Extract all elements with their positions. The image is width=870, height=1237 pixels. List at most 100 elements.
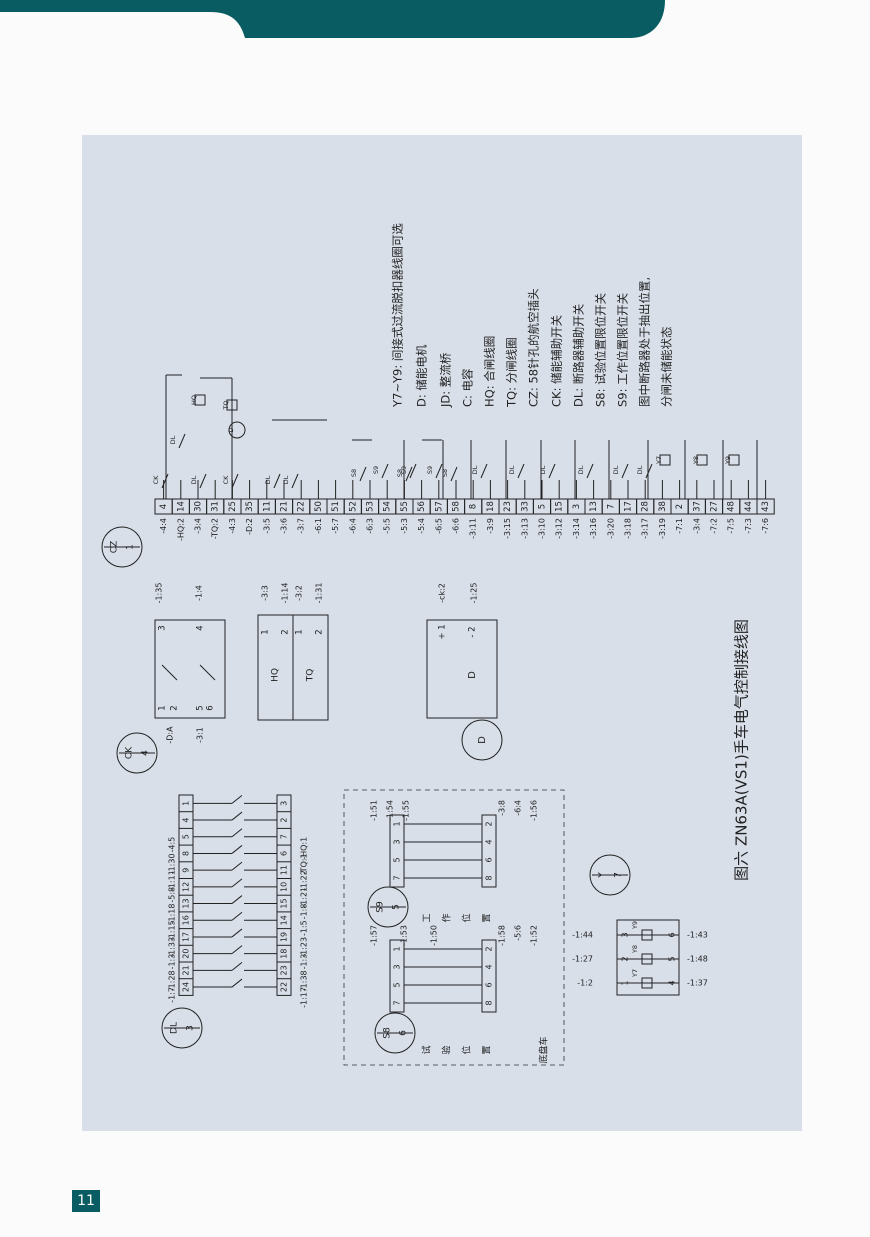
cz-contact-label: TQ: [222, 400, 230, 410]
ck-ref: -3:1: [196, 727, 205, 743]
switch-contact: [548, 463, 556, 479]
dl-contact: [231, 811, 243, 821]
cz-pin-ref: -3:5: [262, 518, 271, 534]
cz-pin-number: 44: [744, 501, 754, 512]
S8-top-strip: [389, 939, 405, 1013]
dl-ref-top: -1:18: [168, 904, 177, 925]
dl-contact: [231, 828, 243, 838]
cz-pin-ref: -4:3: [228, 518, 237, 534]
cz-contact-label: DL: [612, 465, 620, 474]
cz-pin-number: 25: [228, 501, 238, 512]
header-band: [0, 0, 665, 38]
S9-terminal-bottom: 4: [485, 839, 494, 844]
cz-pin-ref: -6:6: [452, 518, 461, 534]
cz-pin-ref: -6:4: [348, 518, 357, 534]
switch-contact: [178, 433, 186, 449]
cz-circle-number: 1: [126, 544, 136, 550]
cz-pin-number: 5: [538, 504, 548, 509]
cz-pin-ref: -6:5: [434, 518, 443, 534]
cz-contact-label: DL: [539, 465, 547, 474]
dl-contact: [231, 895, 243, 904]
dl-contact: [231, 878, 243, 888]
y-ref-left: -1:27: [572, 955, 593, 964]
ck-terminal: 5: [196, 705, 206, 710]
cz-pin-ref: -3:6: [280, 518, 289, 534]
legend-item: C: 电容: [461, 368, 475, 407]
y-terminal-bottom: 4: [668, 980, 677, 985]
cz-pin-number: 30: [194, 501, 204, 512]
ck-ref: -1:35: [155, 583, 164, 604]
S9-bottom-strip: [481, 814, 497, 888]
cz-pin-number: 56: [417, 501, 427, 512]
cz-pin-number: 55: [400, 501, 410, 512]
cz-pin-number: 37: [692, 501, 702, 512]
dl-contact: [231, 978, 243, 988]
ck-box: [154, 619, 226, 719]
dl-ref-bottom: -1:21: [300, 887, 309, 908]
cz-contact-label: CK: [152, 475, 160, 485]
S8-terminal-bottom: 2: [485, 946, 494, 951]
s9-block: 5S9工作位置75318642-1:51-1:54-1:55-3:8-6:4-1…: [343, 789, 565, 1066]
S8-ref-top: -1:50: [430, 925, 439, 946]
y-coil-label: Y8: [631, 945, 639, 954]
y-ref-left: -1:44: [572, 931, 593, 940]
coil-symbol: [696, 454, 708, 466]
S8-terminal-top: 5: [393, 982, 402, 987]
S8-position-char: 置: [482, 1045, 493, 1054]
cz-pin-ref: -7:1: [675, 518, 684, 534]
ck-ref: -1:4: [195, 585, 204, 601]
motor-ref: -1:25: [470, 583, 479, 604]
cz-pin-ref: -HQ:2: [176, 518, 185, 541]
S9-position-char: 置: [482, 913, 493, 922]
dl-ref-bottom: -1:3: [300, 954, 309, 970]
dl-contact: [231, 911, 243, 921]
dl-terminal-bottom: 14: [280, 915, 289, 925]
cz-pin-ref: -4:4: [159, 518, 168, 534]
dl-terminal-bottom: 11: [280, 865, 289, 875]
cz-pin-ref: -5:4: [417, 518, 426, 534]
dl-ref-bottom: -1:17: [300, 987, 309, 1008]
cz-pin-ref: -TQ:2: [211, 518, 220, 539]
dl-ref-bottom: -1:22: [300, 870, 309, 891]
cz-contact-label: DL: [190, 475, 198, 484]
dl-terminal-bottom: 19: [280, 932, 289, 942]
dl-terminal-top: 5: [182, 834, 191, 839]
S9-terminal-bottom: 8: [485, 875, 494, 880]
S9-terminal-top: 1: [393, 821, 402, 826]
y-coil: [641, 977, 653, 989]
S9-circle-number: 5: [392, 904, 402, 910]
cz-contact-label: S8: [396, 469, 404, 477]
cz-pin-number: 14: [176, 501, 186, 512]
coil-terminal: 1: [295, 629, 305, 634]
switch-contact: [161, 473, 169, 489]
figure-title-text: 图六 ZN63A(VS1)手车电气控制接线图: [733, 619, 751, 881]
cz-circle-label: CZ: [110, 541, 120, 553]
cz-pin-number: 52: [348, 501, 358, 512]
dl-ref-bottom: -1:8: [300, 904, 309, 920]
dl-terminal-bottom: 18: [280, 949, 289, 959]
S8-circle: [374, 1012, 416, 1054]
motor-terminal: - 2: [468, 626, 478, 637]
legend-item: S9: 工作位置限位开关: [616, 292, 630, 407]
dl-ref-top: -1:15: [168, 920, 177, 941]
dl-terminal-top: 4: [182, 818, 191, 823]
cz-contact-label: Y8: [692, 456, 700, 465]
dl-terminal-bottom: 15: [280, 898, 289, 908]
cz-pin-number: 15: [555, 501, 565, 512]
coil-ref: -1:31: [315, 583, 324, 604]
y-ref-right: -1:43: [687, 931, 708, 940]
y-ref-left: -1:2: [577, 979, 593, 988]
S9-ref-top: -1:55: [402, 800, 411, 821]
cz-contact-label: DL: [471, 465, 479, 474]
cz-pin-number: 18: [486, 501, 496, 512]
cz-pin-ref: -3:11: [469, 518, 478, 539]
cz-pin-number: 4: [159, 504, 169, 509]
y-coil: [641, 929, 653, 941]
dl-terminal-bottom: 7: [280, 834, 289, 839]
dl-contact: [231, 845, 243, 854]
cz-contact-label: DL: [264, 475, 272, 484]
dl-terminal-top: 20: [182, 949, 191, 959]
dl-ref-bottom: -1:23: [300, 937, 309, 958]
dl-terminal-top: 1: [182, 801, 191, 806]
